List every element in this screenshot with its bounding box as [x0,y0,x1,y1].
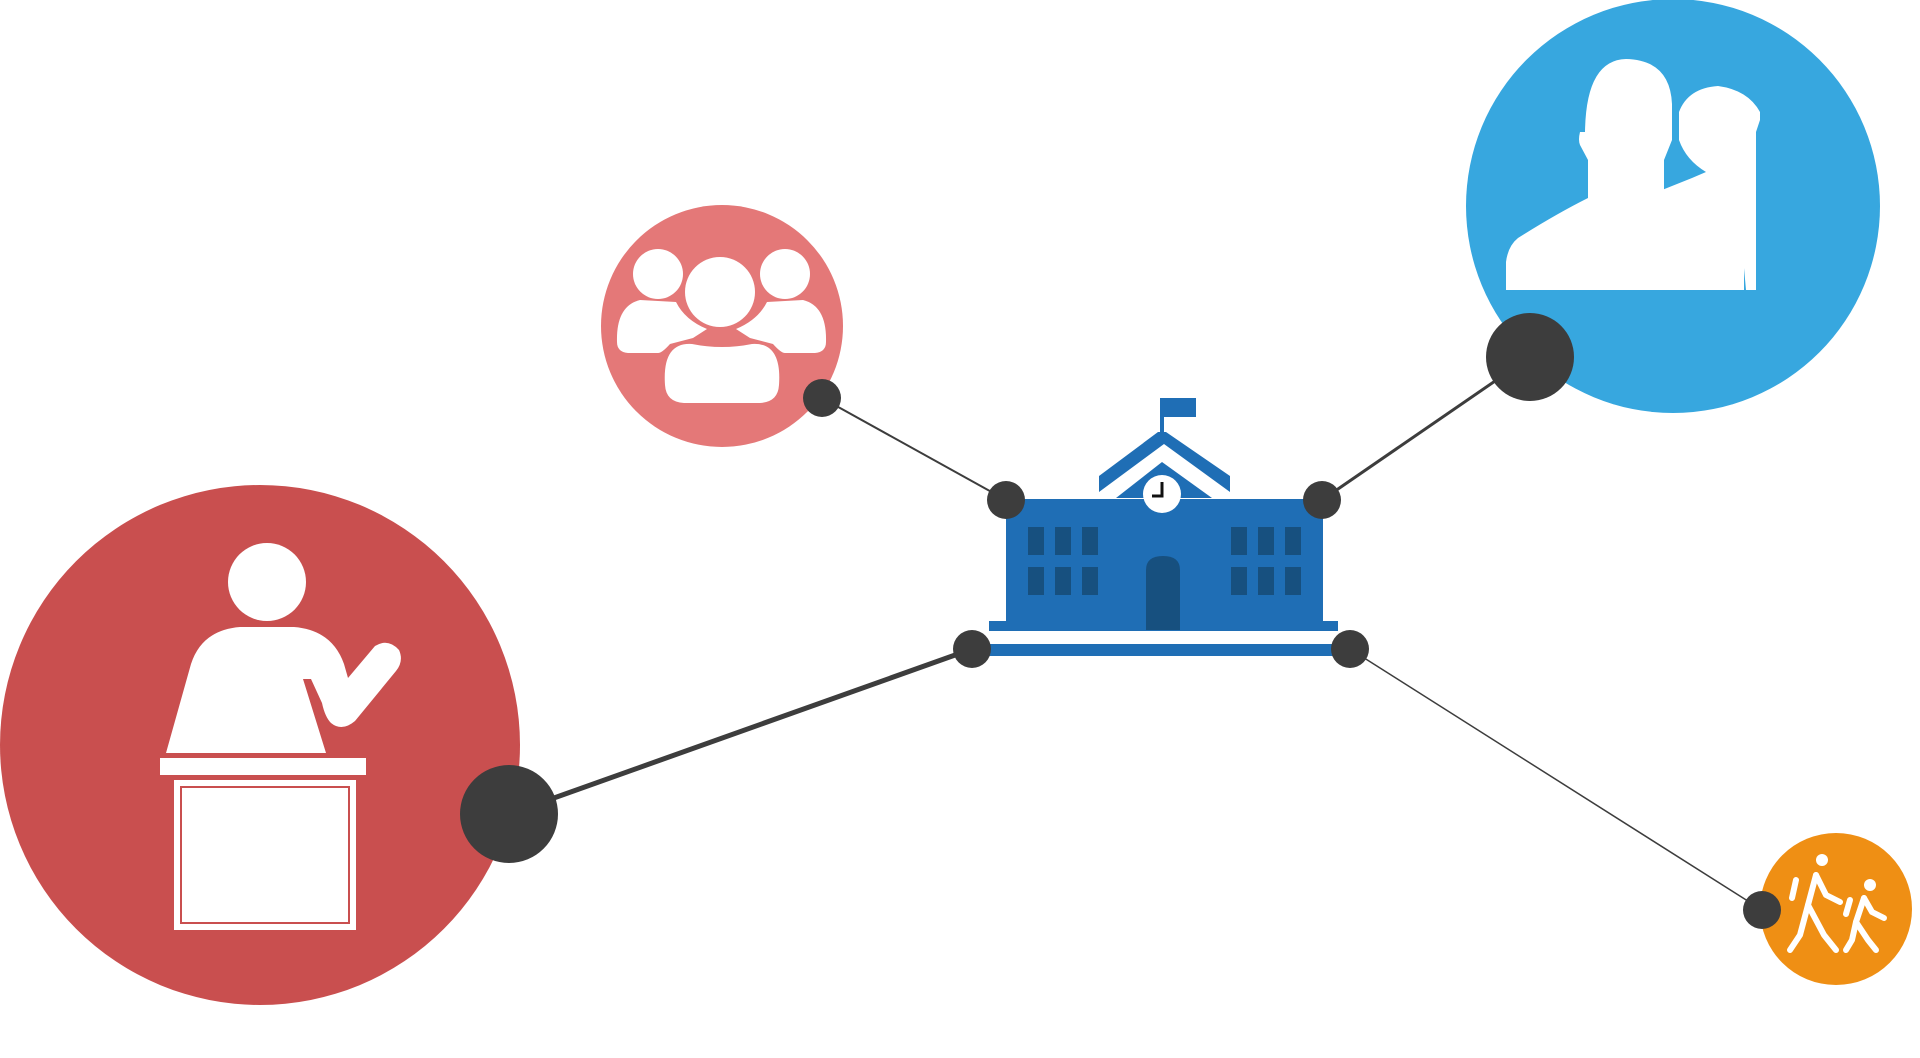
connector-students [1349,648,1763,911]
node-users [1466,0,1880,413]
teacher-at-podium-icon [160,543,401,930]
connector-teacher [508,646,973,817]
node-students-circle [1760,833,1912,985]
dot-users-node [1486,313,1574,401]
two-users-icon [1506,59,1760,290]
dot-school-top-right [1303,481,1341,519]
dot-teacher-node [460,765,558,863]
dot-school-bottom-left [953,630,991,668]
node-students [1760,833,1912,985]
node-group [601,205,843,447]
school-building-icon [989,398,1338,656]
node-teacher [0,485,520,1005]
connector-dots [460,313,1781,929]
walking-students-icon [1787,854,1887,953]
dot-school-top-left [987,481,1025,519]
dot-students-node [1743,891,1781,929]
dot-school-bottom-right [1331,630,1369,668]
connector-group [821,397,1007,501]
dot-group-node [803,379,841,417]
school-windows [1028,527,1301,595]
group-of-people-icon [616,249,827,403]
